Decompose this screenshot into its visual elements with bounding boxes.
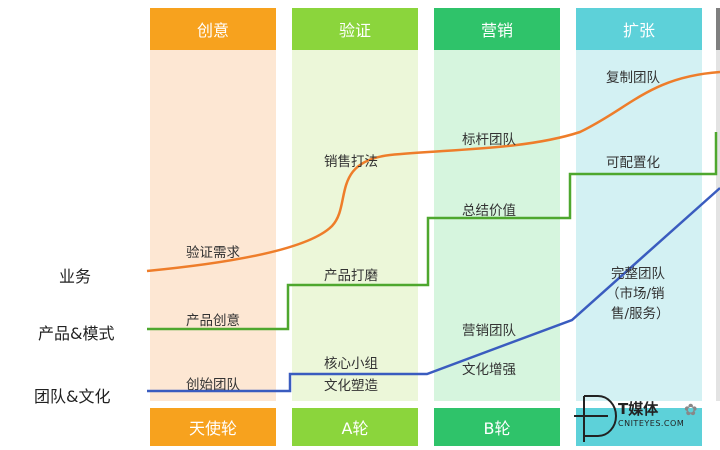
label-complete-team-line3: 售/服务） <box>611 306 670 322</box>
label-complete-team-line1: 完整团队 <box>611 266 665 282</box>
product-line <box>147 132 718 331</box>
business-line <box>146 70 720 273</box>
round-angel: 天使轮 <box>150 408 276 446</box>
stage-header-marketing: 营销 <box>434 8 560 50</box>
watermark-logo-icon <box>574 395 617 442</box>
label-culture-build: 文化塑造 <box>324 378 378 394</box>
stage-header-next-edge <box>716 8 720 50</box>
stage-header-validation: 验证 <box>292 8 418 50</box>
label-configurable: 可配置化 <box>606 155 660 171</box>
row-label-team: 团队&文化 <box>34 387 111 406</box>
stage-expansion-background <box>576 50 702 401</box>
stage-creative-background <box>150 50 276 401</box>
round-a-label: A轮 <box>341 419 369 438</box>
stage-marketing-background <box>434 50 560 401</box>
round-angel-label: 天使轮 <box>188 419 237 438</box>
label-summarize-value: 总结价值 <box>462 203 516 219</box>
round-a: A轮 <box>292 408 418 446</box>
stage-header-marketing-label: 营销 <box>480 21 513 40</box>
round-b-label: B轮 <box>483 419 511 438</box>
row-label-product: 产品&模式 <box>38 324 115 343</box>
stage-header-expansion-label: 扩张 <box>622 21 655 40</box>
stage-header-expansion: 扩张 <box>576 8 702 50</box>
label-product-polish: 产品打磨 <box>324 268 378 284</box>
label-product-idea: 产品创意 <box>186 313 240 329</box>
next-stage-background-edge <box>716 50 720 401</box>
row-label-business: 业务 <box>59 267 92 286</box>
label-core-group: 核心小组 <box>324 356 378 372</box>
stage-header-validation-label: 验证 <box>338 21 371 40</box>
label-founding-team: 创始团队 <box>186 377 240 393</box>
watermark: T媒体 CNITEYES.COM ✿ <box>572 388 720 448</box>
watermark-badge-icon: ✿ <box>684 400 698 419</box>
round-b: B轮 <box>434 408 560 446</box>
stage-header-creative: 创意 <box>150 8 276 50</box>
stage-header-creative-label: 创意 <box>196 21 229 40</box>
watermark-title: T媒体 <box>618 400 659 418</box>
stage-validation-background <box>292 50 418 401</box>
label-replicate-team: 复制团队 <box>606 70 660 86</box>
team-line <box>147 187 720 393</box>
label-verify-needs: 验证需求 <box>186 245 240 261</box>
label-complete-team-line2: （市场/销 <box>606 286 665 302</box>
watermark-subtitle: CNITEYES.COM <box>618 419 685 428</box>
label-benchmark-team: 标杆团队 <box>462 132 516 148</box>
round-expansion <box>576 408 702 446</box>
label-culture-enhance: 文化增强 <box>462 362 516 378</box>
label-marketing-team: 营销团队 <box>462 323 516 339</box>
label-sales-method: 销售打法 <box>324 154 378 170</box>
